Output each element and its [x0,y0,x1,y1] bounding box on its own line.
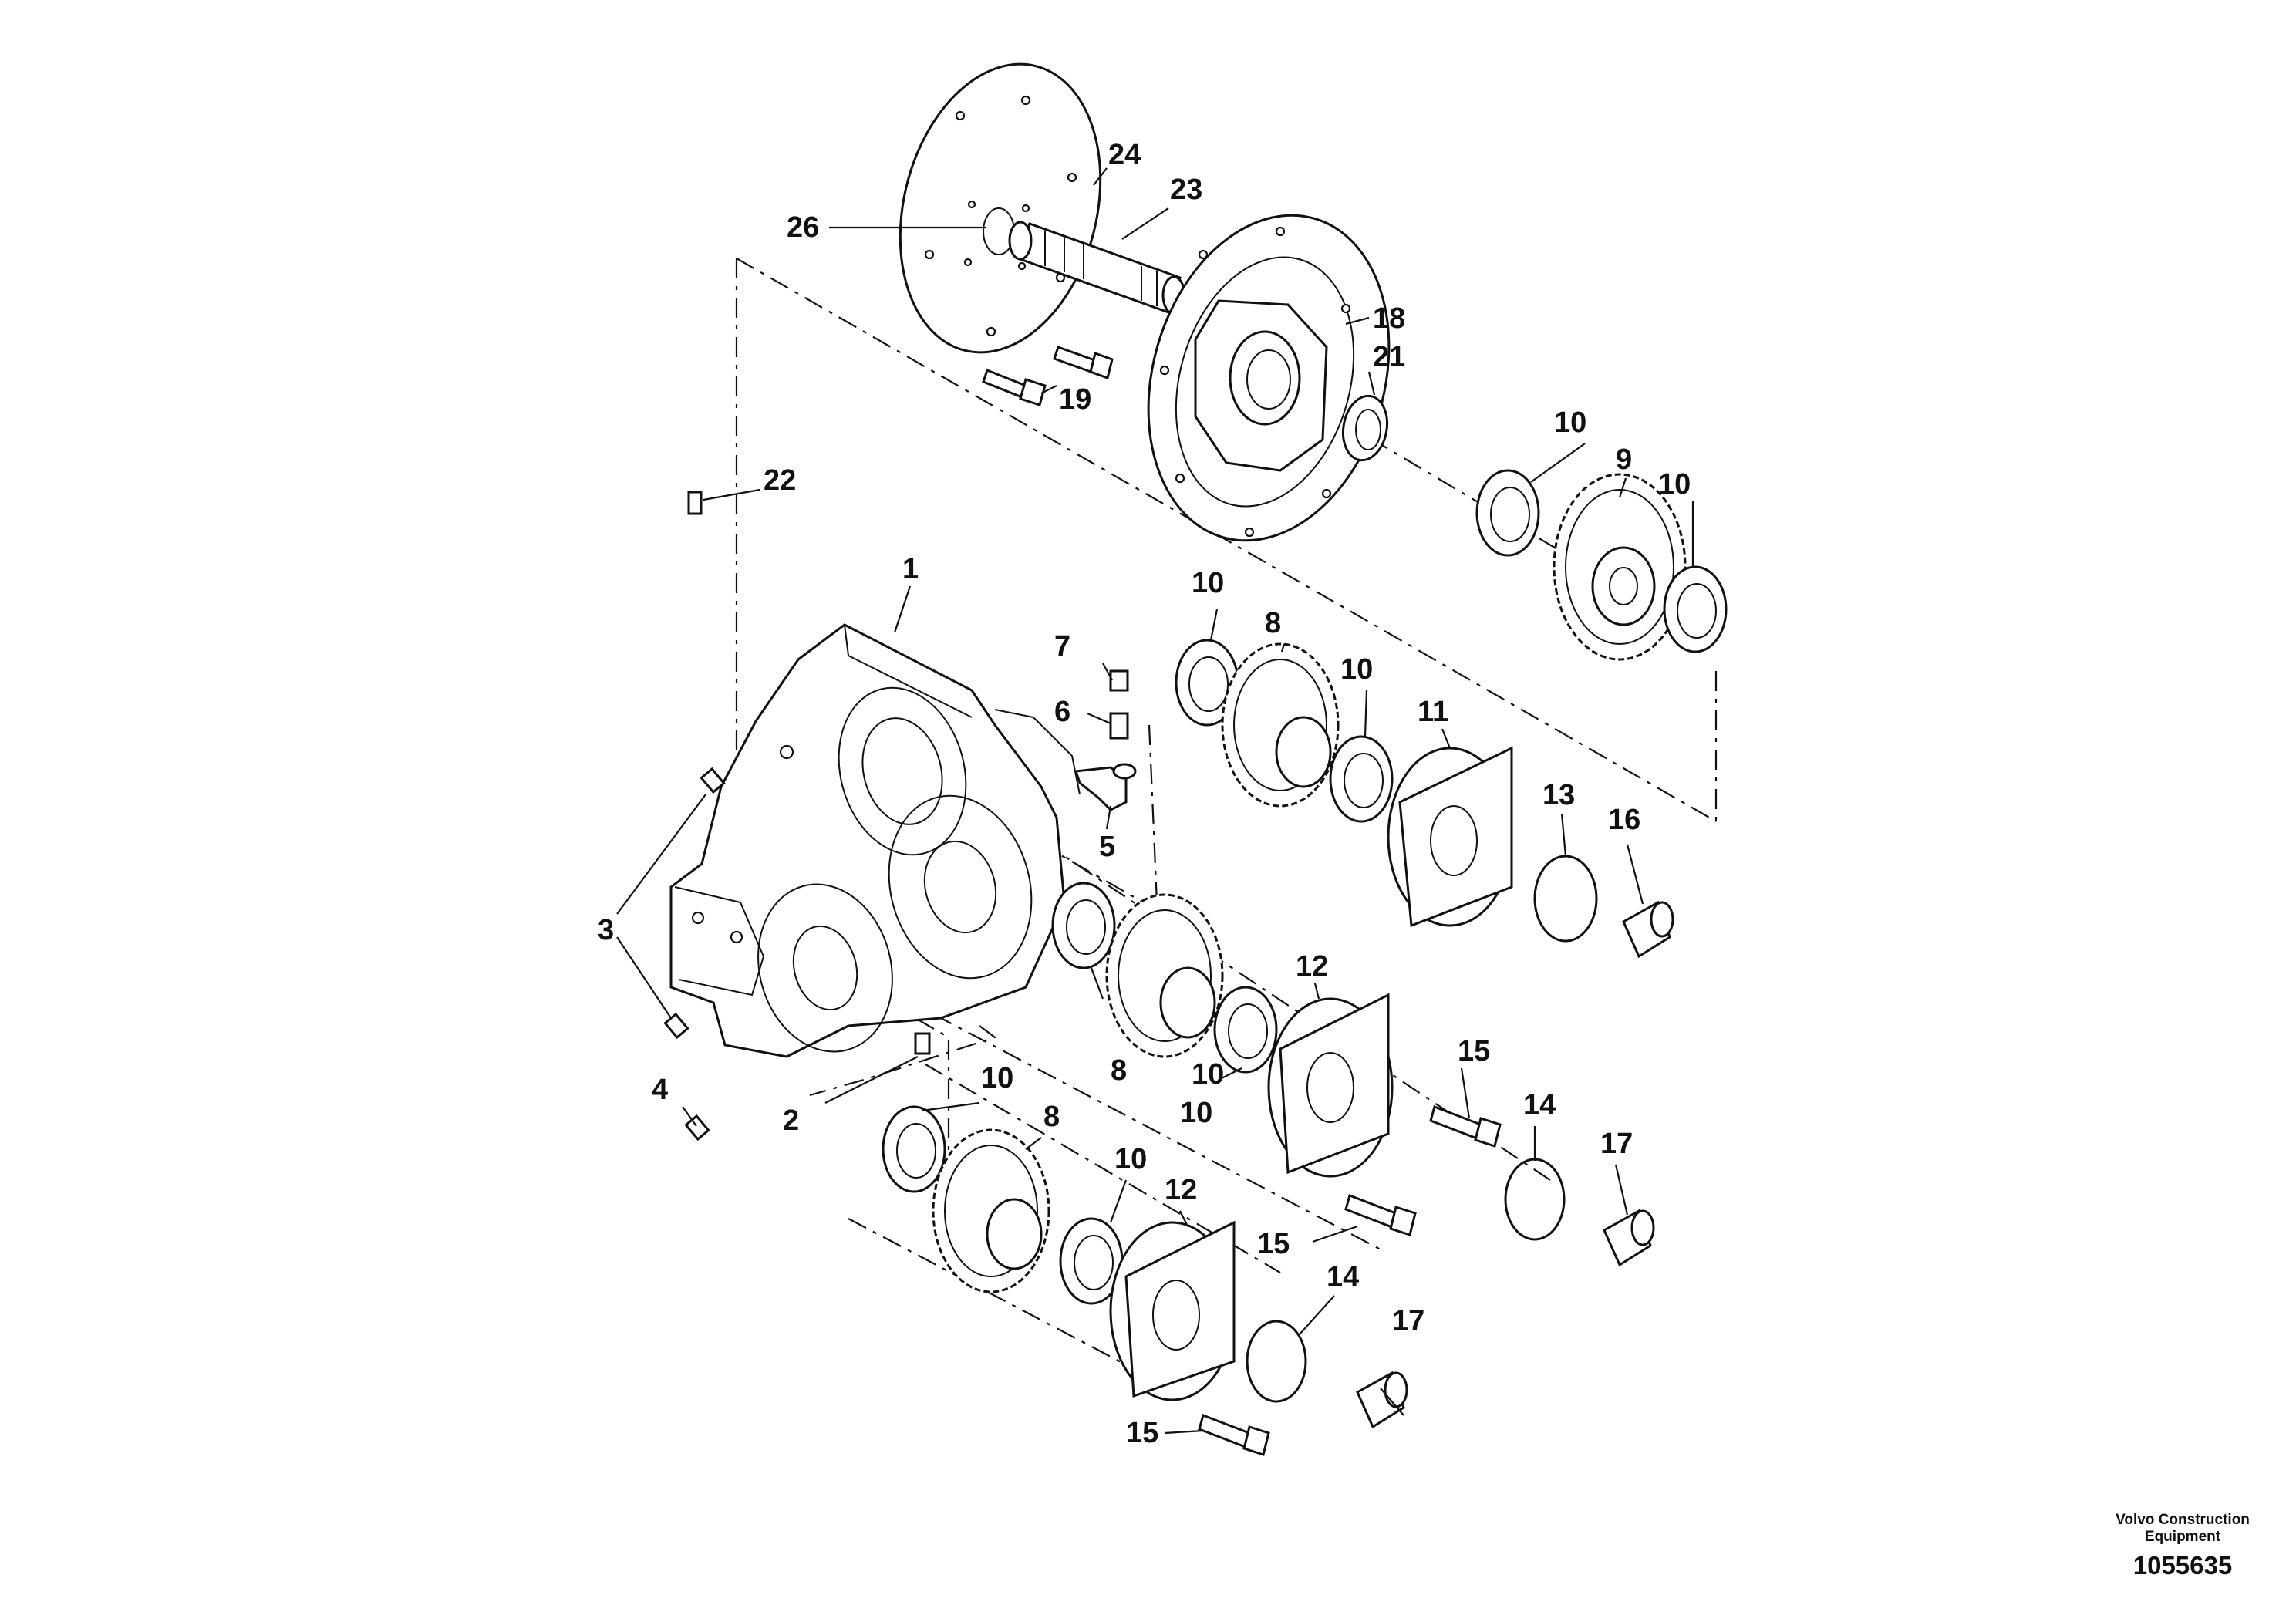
callout-26: 26 [787,211,819,244]
callout-21: 21 [1373,341,1405,373]
brand-line-2: Equipment [2144,1529,2221,1545]
callout-8-c: 8 [1043,1101,1060,1133]
bolt-15c [1198,1414,1270,1456]
callout-17-b: 17 [1392,1305,1424,1337]
callout-10-h: 10 [1114,1143,1147,1175]
callout-17-a: 17 [1600,1128,1633,1160]
callout-5: 5 [1099,831,1115,863]
plug-3a [700,767,726,794]
callout-3: 3 [598,914,614,946]
callout-10-e: 10 [1192,1058,1224,1091]
brand-line-1: Volvo Construction [2116,1512,2250,1528]
callout-15-c: 15 [1126,1417,1158,1449]
figure-code: 1055635 [2132,1551,2233,1580]
plug-2 [914,1032,931,1055]
o-ring-14a [1504,1158,1566,1241]
callout-7: 7 [1054,630,1070,663]
plug-3b [663,1012,689,1040]
leader-lines [616,167,1694,1435]
plug-4 [684,1114,710,1141]
bolt-19a [982,369,1047,406]
reducer-fitting [1109,712,1129,740]
callout-19: 19 [1059,383,1091,416]
callout-6: 6 [1054,696,1070,728]
bearing-bottom-a [882,1105,946,1193]
callout-10-g: 10 [981,1062,1013,1094]
gear-8-bottom [932,1128,1050,1293]
callout-16: 16 [1608,804,1640,836]
callout-8-a: 8 [1265,607,1281,639]
callout-1: 1 [902,553,919,585]
callout-2: 2 [783,1104,799,1137]
bearing-cover-12a [1267,993,1394,1178]
bearing-cover-11 [1387,746,1513,928]
bearing-upper-a [1475,469,1540,557]
bearing-upper-b [1663,565,1728,653]
callout-10-f: 10 [1180,1097,1212,1129]
callout-10-d: 10 [1340,653,1373,686]
callout-10-b: 10 [1658,468,1691,501]
plug-24 [687,491,703,515]
callout-14-a: 14 [1523,1089,1556,1121]
elbow-fitting [1074,763,1137,811]
callout-10-a: 10 [1554,406,1586,439]
plug-7 [1109,669,1129,692]
callout-15-b: 15 [1257,1228,1290,1260]
callout-22: 23 [1170,174,1202,206]
shaft-seal [1341,394,1389,462]
callout-8-b: 8 [1111,1054,1127,1087]
callout-18: 18 [1373,302,1405,335]
gear-8-low-a [1105,893,1224,1058]
bearing-cover-12b [1109,1220,1236,1401]
bolt-15a [1429,1105,1502,1148]
gear-8-mid [1221,642,1340,808]
bolt-15b [1344,1194,1417,1236]
callout-labels: 24 23 26 18 21 19 22 1 7 6 5 3 4 2 10 9 … [598,139,1691,1449]
flex-plate-disc [899,62,1102,354]
callout-24: 22 [764,464,796,497]
o-ring-13 [1533,855,1598,943]
callout-12-b: 12 [1165,1174,1197,1206]
callout-15-a: 15 [1458,1035,1490,1067]
cap-17a [1603,1209,1655,1267]
o-ring-14b [1246,1320,1307,1403]
callout-10-c: 10 [1192,567,1224,599]
drive-coupling-plate [1147,214,1391,542]
gearbox-housing [669,623,1081,1058]
brand-block: Volvo Construction Equipment 1055635 [2082,1512,2283,1581]
callout-23: 24 [1108,139,1141,171]
callout-9: 9 [1616,443,1632,476]
bolt-19b [1053,346,1114,379]
callout-11: 11 [1418,696,1448,728]
bearing-mid-b [1329,735,1394,823]
callout-4: 4 [652,1074,668,1106]
cap-16 [1622,900,1674,959]
callout-13: 13 [1542,779,1575,811]
bearing-low-b [1213,986,1278,1074]
gear-9 [1553,473,1687,661]
callout-14-b: 14 [1327,1261,1359,1293]
callout-12-a: 12 [1296,950,1328,983]
cap-17b [1356,1371,1408,1429]
bearing-low-a [1051,882,1116,969]
